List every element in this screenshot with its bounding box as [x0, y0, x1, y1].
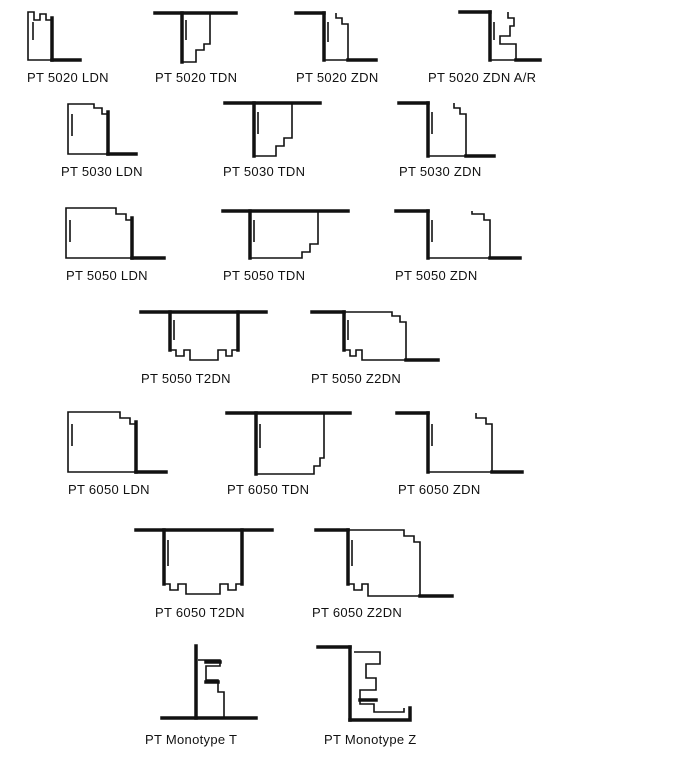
label-pt-5030-zdn: PT 5030 ZDN	[399, 164, 482, 179]
profile-pt-5030-ldn: PT 5030 LDN	[61, 103, 143, 179]
label-pt-5020-zdn-ar: PT 5020 ZDN A/R	[428, 70, 536, 85]
label-pt-6050-t2dn: PT 6050 T2DN	[155, 605, 245, 620]
label-pt-5020-tdn: PT 5020 TDN	[155, 70, 237, 85]
label-pt-5050-ldn: PT 5050 LDN	[66, 268, 148, 283]
label-pt-5050-tdn: PT 5050 TDN	[223, 268, 305, 283]
label-pt-5050-t2dn: PT 5050 T2DN	[141, 371, 231, 386]
profile-pt-5050-zdn: PT 5050 ZDN	[394, 209, 522, 283]
profile-pt-5030-zdn: PT 5030 ZDN	[397, 101, 496, 179]
label-pt-5020-ldn: PT 5020 LDN	[27, 70, 109, 85]
profile-pt-5050-tdn: PT 5050 TDN	[221, 209, 350, 283]
label-pt-6050-zdn: PT 6050 ZDN	[398, 482, 481, 497]
profile-pt-5050-t2dn: PT 5050 T2DN	[139, 310, 268, 386]
label-pt-6050-ldn: PT 6050 LDN	[68, 482, 150, 497]
profile-pt-5050-z2dn: PT 5050 Z2DN	[310, 310, 440, 386]
profile-pt-5020-ldn: PT 5020 LDN	[27, 11, 109, 85]
label-pt-monotype-z: PT Monotype Z	[324, 732, 417, 747]
label-pt-6050-tdn: PT 6050 TDN	[227, 482, 309, 497]
label-pt-5030-tdn: PT 5030 TDN	[223, 164, 305, 179]
profile-pt-5020-tdn: PT 5020 TDN	[153, 11, 238, 85]
profile-pt-6050-tdn: PT 6050 TDN	[225, 411, 352, 497]
profile-pt-5020-zdn-ar: PT 5020 ZDN A/R	[428, 10, 542, 85]
label-pt-monotype-t: PT Monotype T	[145, 732, 237, 747]
label-pt-5050-z2dn: PT 5050 Z2DN	[311, 371, 401, 386]
label-pt-5050-zdn: PT 5050 ZDN	[395, 268, 478, 283]
profile-pt-monotype-z: PT Monotype Z	[316, 645, 417, 747]
profile-pt-5050-ldn: PT 5050 LDN	[65, 207, 166, 283]
profile-pt-5020-zdn: PT 5020 ZDN	[294, 11, 379, 85]
profile-pt-6050-t2dn: PT 6050 T2DN	[134, 528, 274, 620]
label-pt-6050-z2dn: PT 6050 Z2DN	[312, 605, 402, 620]
profile-pt-6050-zdn: PT 6050 ZDN	[395, 411, 524, 497]
profile-pt-monotype-t: PT Monotype T	[145, 644, 258, 747]
profile-pt-6050-ldn: PT 6050 LDN	[67, 411, 168, 497]
label-pt-5020-zdn: PT 5020 ZDN	[296, 70, 379, 85]
profile-pt-6050-z2dn: PT 6050 Z2DN	[312, 528, 454, 620]
label-pt-5030-ldn: PT 5030 LDN	[61, 164, 143, 179]
profile-pt-5030-tdn: PT 5030 TDN	[223, 101, 322, 179]
